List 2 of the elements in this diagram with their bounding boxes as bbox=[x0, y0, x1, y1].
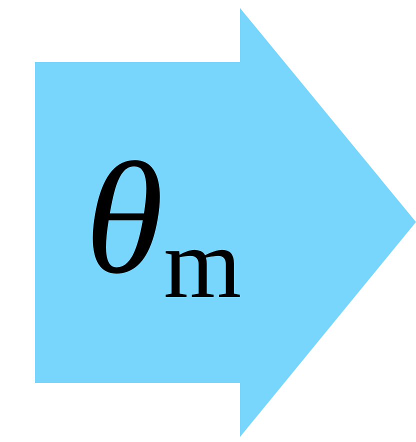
math-label: θ$_{m}$ bbox=[85, 138, 242, 314]
arrow-shape bbox=[35, 8, 416, 437]
